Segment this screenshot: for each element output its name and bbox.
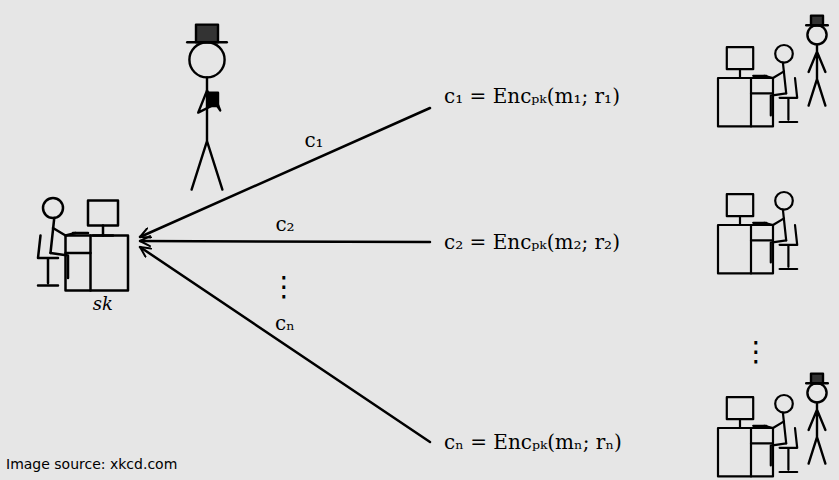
message-arrow <box>140 108 430 237</box>
ellipsis-dots: ⋮ <box>268 270 300 304</box>
image-credit: Image source: xkcd.com <box>4 456 179 473</box>
message-arrow <box>140 247 430 442</box>
edge-label: c₁ <box>302 128 325 152</box>
receiver-figure <box>38 198 128 291</box>
ellipsis-dots: ⋮ <box>740 335 772 369</box>
receiver-node: sk <box>20 195 135 317</box>
node-text: sk <box>93 293 113 315</box>
message-arrow <box>140 241 430 242</box>
sender-node: c₁ = Encₚₖ(m₁; r₁) <box>440 82 624 110</box>
node-text: c₂ = Encₚₖ(m₂; r₂) <box>444 230 620 254</box>
edge-label: c₂ <box>273 212 296 236</box>
sender-node: c₂ = Encₚₖ(m₂; r₂) <box>440 228 624 256</box>
node-text: c₁ = Encₚₖ(m₁; r₁) <box>444 84 620 108</box>
hat-figure <box>806 16 828 106</box>
edge-label: cₙ <box>273 311 297 335</box>
hat-figure <box>806 374 828 464</box>
sender-figure <box>718 395 797 476</box>
sender-figure <box>718 192 797 273</box>
eavesdropper-figure <box>187 25 227 190</box>
sender-figure <box>718 45 797 126</box>
sender-node: cₙ = Encₚₖ(mₙ; rₙ) <box>440 428 626 456</box>
node-text: cₙ = Encₚₖ(mₙ; rₙ) <box>444 430 622 454</box>
